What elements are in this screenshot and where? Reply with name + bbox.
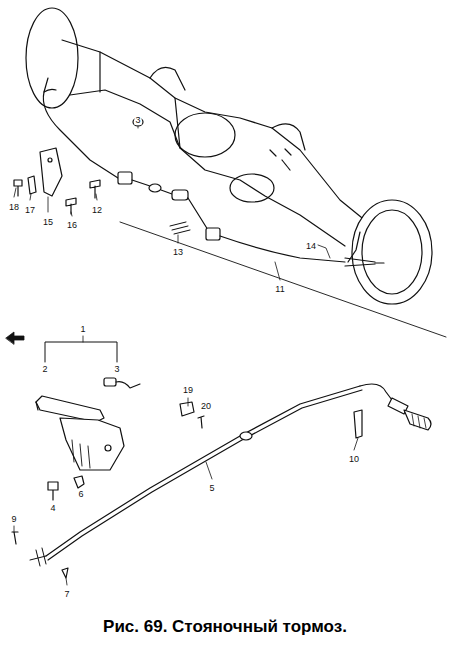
figure-caption: Рис. 69. Стояночный тормоз.: [0, 617, 450, 637]
callout-number: 19: [182, 385, 194, 395]
callout-number: 6: [77, 489, 84, 499]
leader-lines: [14, 126, 358, 585]
callout-number: 13: [172, 247, 184, 257]
callout-number: 3: [113, 364, 120, 374]
callout-number: 20: [200, 401, 212, 411]
bracket-and-bolts: [14, 148, 100, 214]
pin: [12, 532, 18, 544]
hand-lever: [36, 396, 124, 470]
callout-number: 7: [63, 589, 70, 599]
callout-number: 18: [8, 202, 20, 212]
rear-cable: [43, 78, 384, 266]
bolt: [48, 482, 58, 500]
callout-number: 12: [91, 205, 103, 215]
callout-number: 17: [24, 205, 36, 215]
callout-number: 9: [10, 514, 17, 524]
axle-housing: [26, 8, 432, 304]
cable-bracket: [354, 410, 362, 438]
callout-number: 16: [66, 220, 78, 230]
assembly-link-line: [120, 222, 446, 337]
front-cable: [30, 384, 431, 566]
callout-number: 2: [41, 364, 48, 374]
callout-number: 11: [274, 284, 285, 294]
screw: [198, 416, 204, 428]
group-bracket: [45, 342, 117, 362]
callout-number: 4: [49, 503, 56, 513]
cable-clamp: [180, 402, 194, 416]
brake-switch: [104, 378, 140, 388]
callout-number: 3: [134, 115, 141, 125]
callout-number: 14: [305, 241, 317, 251]
callout-number: 15: [42, 217, 54, 227]
callout-number: 1: [79, 324, 86, 334]
callout-number: 10: [348, 454, 360, 464]
front-arrow: [6, 332, 24, 344]
callout-number: 5: [208, 483, 215, 493]
cotter: [62, 568, 68, 578]
clip: [74, 476, 84, 488]
